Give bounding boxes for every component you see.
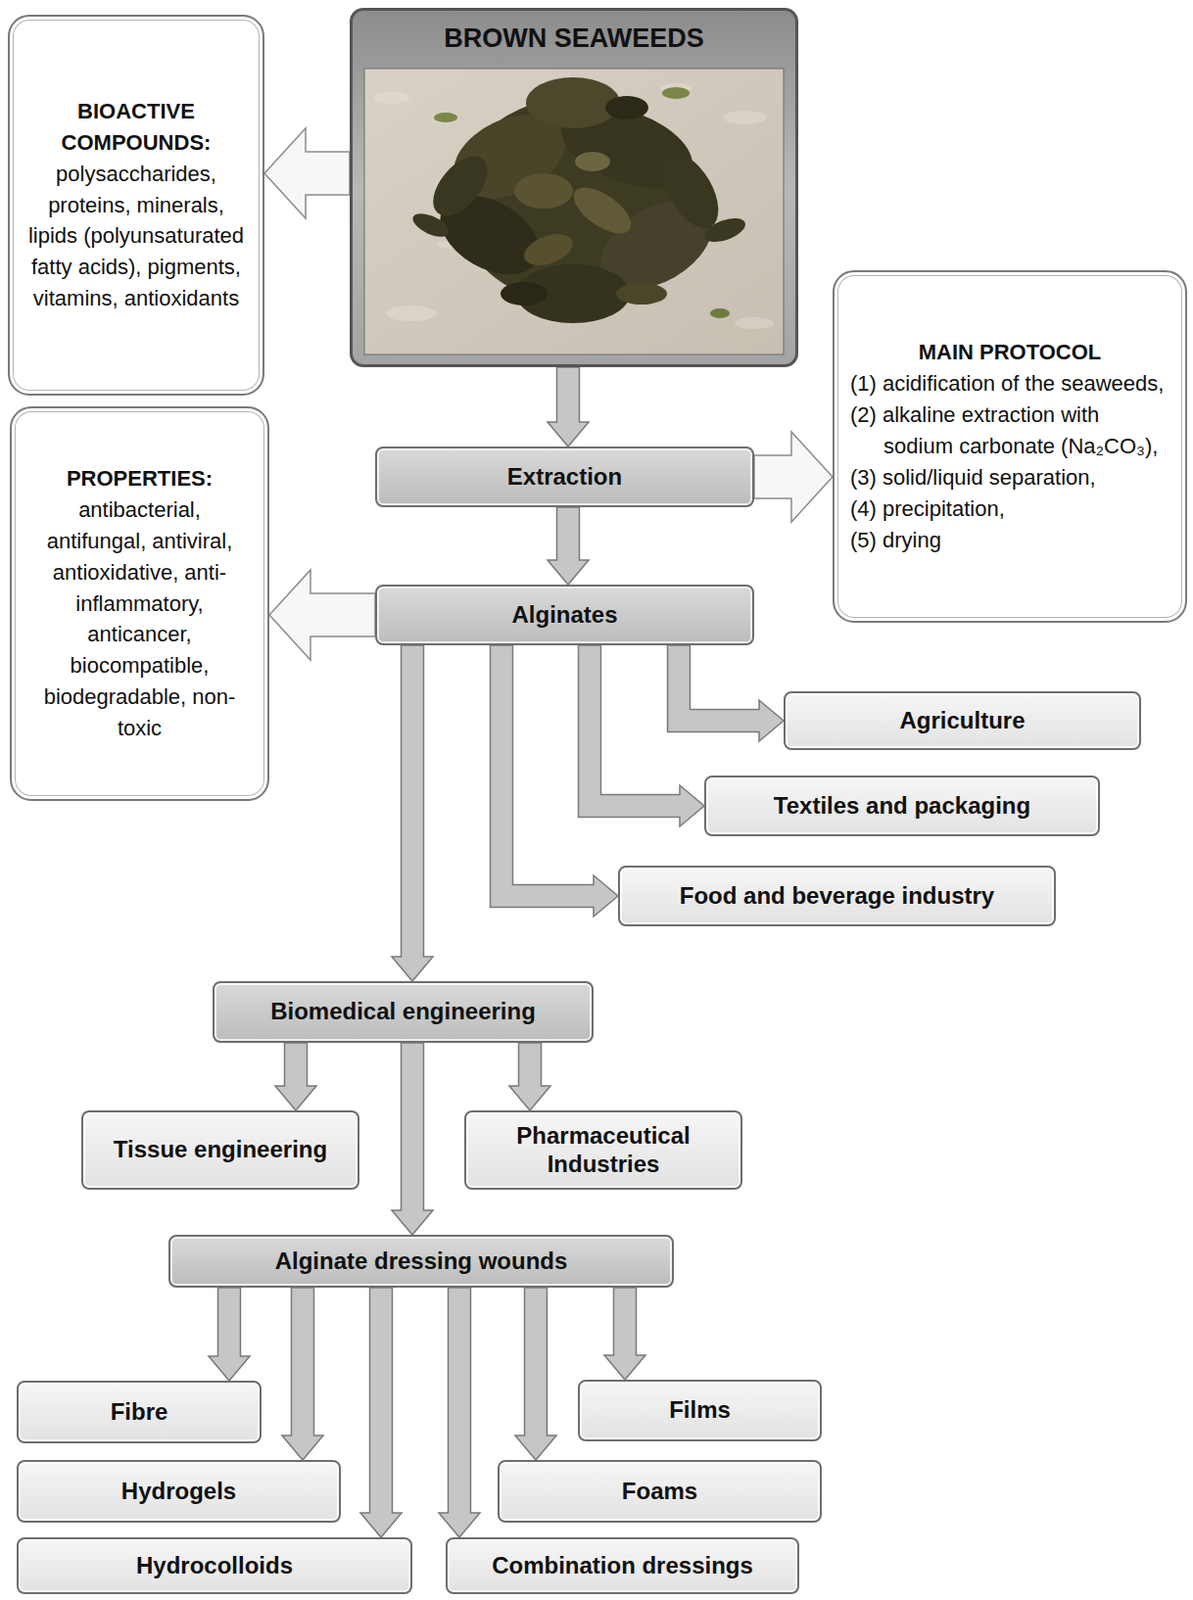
box-label: Alginates bbox=[388, 601, 741, 630]
flow-arrow bbox=[490, 645, 620, 917]
box-label: Pharmaceutical Industries bbox=[477, 1122, 729, 1180]
box-label: Alginate dressing wounds bbox=[182, 1247, 661, 1277]
flow-arrow bbox=[275, 1043, 317, 1111]
box-body: polysaccharides, proteins, minerals, lip… bbox=[25, 158, 247, 315]
photo-box: BROWN SEAWEEDS bbox=[349, 7, 799, 368]
block-arrow bbox=[264, 128, 350, 219]
flow-arrow bbox=[282, 1288, 324, 1461]
protocol-step: (4) precipitation, bbox=[850, 493, 1170, 525]
box-label: Hydrogels bbox=[30, 1478, 328, 1507]
flow-arrow bbox=[547, 367, 589, 447]
flow-arrow bbox=[208, 1288, 250, 1382]
info-box: BIOACTIVE COMPOUNDS:polysaccharides, pro… bbox=[7, 14, 265, 396]
box-label: Extraction bbox=[388, 463, 741, 492]
box-label: Combination dressings bbox=[459, 1552, 786, 1581]
protocol-step: (1) acidification of the seaweeds, bbox=[850, 368, 1170, 400]
box-label: Hydrocolloids bbox=[30, 1552, 399, 1581]
category-box: Foams bbox=[497, 1460, 822, 1524]
box-label: Biomedical engineering bbox=[226, 998, 580, 1027]
photo-frame bbox=[350, 8, 798, 367]
flow-arrow bbox=[438, 1288, 480, 1538]
flow-arrow bbox=[360, 1288, 402, 1538]
box-heading: PROPERTIES: bbox=[27, 463, 252, 495]
category-box: Fibre bbox=[16, 1381, 262, 1444]
process-box: Alginate dressing wounds bbox=[168, 1235, 674, 1289]
process-box: Extraction bbox=[375, 446, 755, 508]
box-heading: BIOACTIVE COMPOUNDS: bbox=[25, 95, 247, 159]
flow-arrow bbox=[547, 507, 589, 585]
box-title: BROWN SEAWEEDS bbox=[362, 22, 786, 54]
category-box: Films bbox=[577, 1380, 822, 1442]
sand-ground bbox=[364, 68, 784, 355]
category-box: Food and beverage industry bbox=[618, 865, 1056, 927]
box-label: Textiles and packaging bbox=[717, 792, 1087, 821]
box-label: Foams bbox=[511, 1478, 809, 1507]
category-box: Textiles and packaging bbox=[704, 775, 1100, 837]
category-box: Hydrocolloids bbox=[16, 1537, 413, 1595]
category-box: Agriculture bbox=[783, 691, 1142, 751]
protocol-step: (5) drying bbox=[850, 524, 1170, 557]
block-arrow bbox=[754, 431, 833, 523]
category-box: Tissue engineering bbox=[81, 1110, 360, 1191]
box-heading: MAIN PROTOCOL bbox=[850, 336, 1170, 369]
seaweed-clump bbox=[409, 77, 749, 324]
flow-arrow bbox=[668, 645, 785, 742]
flow-arrow bbox=[515, 1288, 557, 1461]
category-box: Hydrogels bbox=[16, 1460, 341, 1524]
protocol-step: (3) solid/liquid separation, bbox=[850, 462, 1170, 494]
process-box: Biomedical engineering bbox=[212, 981, 594, 1044]
process-box: Alginates bbox=[375, 584, 755, 646]
flow-arrow bbox=[391, 645, 433, 982]
box-label: Fibre bbox=[30, 1398, 248, 1428]
block-arrow bbox=[269, 570, 376, 661]
box-body: antibacterial, antifungal, antiviral, an… bbox=[27, 494, 252, 745]
flow-arrow bbox=[391, 1043, 433, 1236]
info-box: MAIN PROTOCOL(1) acidification of the se… bbox=[832, 270, 1188, 623]
info-box: PROPERTIES:antibacterial, antifungal, an… bbox=[9, 406, 270, 802]
box-label: Agriculture bbox=[797, 707, 1128, 736]
category-box: Combination dressings bbox=[445, 1537, 800, 1595]
category-box: Pharmaceutical Industries bbox=[464, 1110, 743, 1191]
box-label: Food and beverage industry bbox=[631, 882, 1043, 911]
flow-arrow bbox=[578, 645, 706, 827]
flow-arrow bbox=[604, 1288, 646, 1381]
flow-arrow bbox=[509, 1043, 551, 1111]
box-label: Tissue engineering bbox=[95, 1136, 346, 1165]
box-label: Films bbox=[591, 1396, 809, 1426]
protocol-step: (2) alkaline extraction with sodium carb… bbox=[850, 399, 1170, 463]
